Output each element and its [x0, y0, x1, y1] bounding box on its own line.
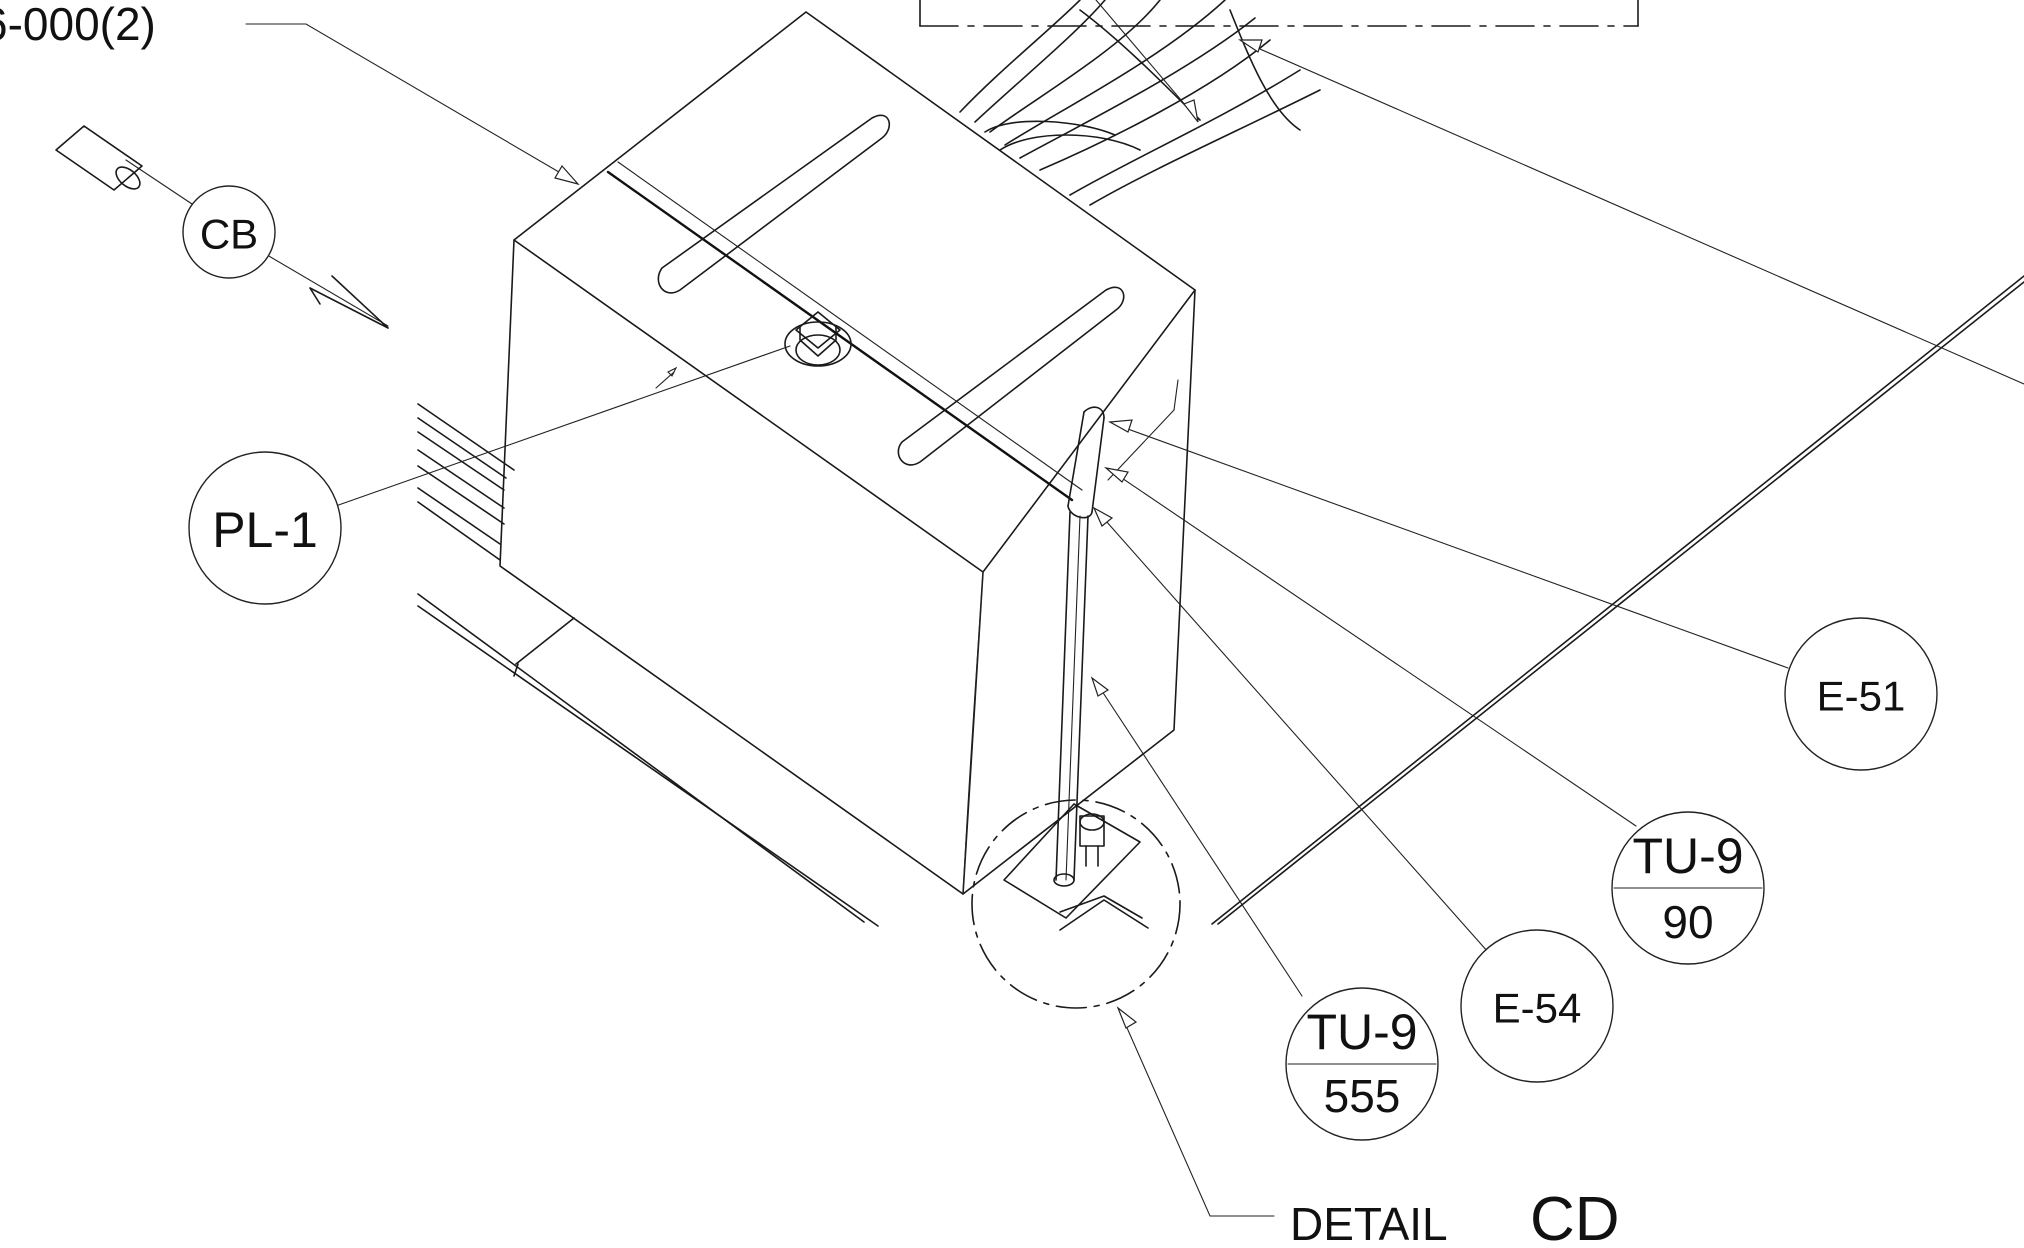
callout-tu9-90-bottom-label: 90	[1662, 896, 1713, 948]
callout-e54: E-54	[1460, 929, 1614, 1083]
diagonal-rail	[1211, 275, 2024, 925]
leader-lines	[55, 0, 2024, 1217]
bottom-fitting	[1003, 803, 1149, 931]
callout-e51-label: E-51	[1817, 673, 1906, 720]
detail-title: DETAIL CD	[1290, 1185, 1620, 1248]
top-reference-label: 6-000(2)	[0, 0, 156, 50]
vertical-tube	[1053, 406, 1105, 887]
enclosure-box	[499, 11, 1196, 895]
detail-circle	[971, 799, 1181, 1009]
callout-cb-label: CB	[200, 211, 258, 258]
top-fitting	[655, 311, 852, 389]
callout-e51: E-51	[1784, 617, 1938, 771]
top-frame	[919, 0, 1639, 27]
cable-bundle	[959, 0, 1321, 206]
callout-e54-label: E-54	[1493, 985, 1582, 1032]
callout-tu9-90: TU-9 90	[1611, 811, 1765, 965]
detail-id: CD	[1530, 1185, 1620, 1248]
callout-pl1-label: PL-1	[212, 502, 318, 558]
callout-cb: CB	[182, 185, 276, 279]
callout-pl1: PL-1	[188, 451, 342, 605]
callout-tu9-90-top-label: TU-9	[1632, 828, 1743, 884]
callout-tu9-555-bottom-label: 555	[1324, 1070, 1401, 1122]
detail-word: DETAIL	[1290, 1198, 1448, 1248]
base-rails	[417, 403, 879, 927]
callout-tu9-555-top-label: TU-9	[1306, 1004, 1417, 1060]
callout-tu9-555: TU-9 555	[1285, 987, 1439, 1141]
